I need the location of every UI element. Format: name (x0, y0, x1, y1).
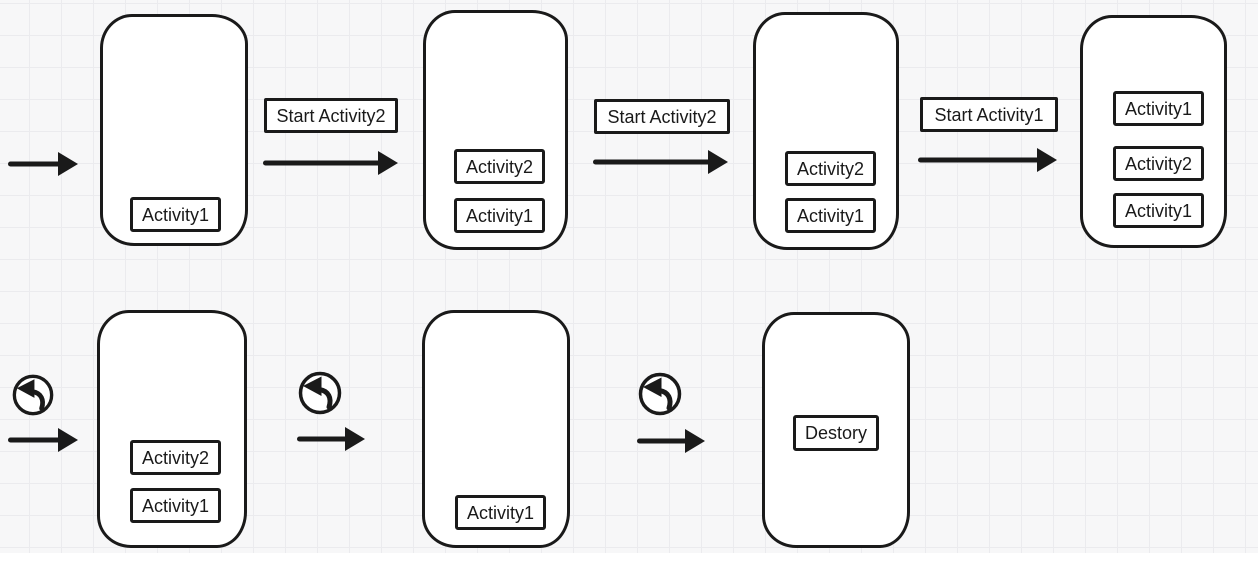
activity-box: Activity1 (1113, 91, 1204, 126)
arrow-head (708, 150, 728, 174)
activity-box: Activity1 (454, 198, 545, 233)
activity-box: Activity2 (785, 151, 876, 186)
arrow-head (685, 429, 705, 453)
activity-box: Activity2 (454, 149, 545, 184)
activity-box: Activity2 (130, 440, 221, 475)
transition-text: Start Activity2 (276, 105, 386, 126)
arrow-shaft (637, 438, 689, 444)
activity-label: Activity1 (141, 495, 210, 516)
activity-box: Activity1 (130, 488, 221, 523)
arrow-head (1037, 148, 1057, 172)
right-arrow-icon (918, 147, 1057, 173)
transition-label: Start Activity2 (264, 98, 398, 133)
activity-label: Activity1 (465, 205, 534, 226)
activity-box: Activity1 (130, 197, 221, 232)
phone-bottom-1: Activity2 Activity1 (97, 310, 247, 548)
activity-label: Activity1 (141, 204, 210, 225)
activity-box: Activity1 (785, 198, 876, 233)
transition-label: Start Activity2 (594, 99, 730, 134)
transition-text: Start Activity2 (607, 106, 717, 127)
arrow-shaft (263, 160, 382, 166)
phone-top-3: Activity2 Activity1 (753, 12, 899, 250)
arrow-head (58, 152, 78, 176)
transition-text: Start Activity1 (934, 104, 1044, 125)
activity-label: Activity1 (796, 205, 865, 226)
phone-top-2: Activity2 Activity1 (423, 10, 568, 250)
activity-label: Destory (804, 423, 867, 443)
phone-bottom-3: Destory (762, 312, 910, 548)
arrow-shaft (918, 157, 1041, 163)
arrow-head (345, 427, 365, 451)
right-arrow-icon (637, 428, 705, 454)
right-arrow-icon (593, 149, 728, 175)
right-arrow-icon (297, 426, 365, 452)
arrow-shaft (8, 161, 62, 167)
activity-box: Destory (793, 415, 879, 451)
activity-box: Activity1 (455, 495, 546, 530)
arrow-shaft (297, 436, 349, 442)
transition-label: Start Activity1 (920, 97, 1058, 132)
activity-label: Activity1 (1124, 200, 1193, 221)
activity-label: Activity1 (466, 502, 535, 523)
arrow-shaft (593, 159, 712, 165)
activity-label: Activity2 (796, 158, 865, 179)
right-arrow-icon (263, 150, 398, 176)
back-arrow-icon (298, 371, 342, 415)
phone-top-1: Activity1 (100, 14, 248, 246)
arrow-shaft (8, 437, 62, 443)
activity-label: Activity2 (141, 447, 210, 468)
back-arrow-icon (12, 374, 54, 416)
arrow-head (378, 151, 398, 175)
activity-label: Activity2 (465, 156, 534, 177)
arrow-head (58, 428, 78, 452)
activity-label: Activity2 (1124, 153, 1193, 174)
back-arrow-icon (638, 372, 682, 416)
activity-box: Activity1 (1113, 193, 1204, 228)
phone-top-4: Activity1 Activity2 Activity1 (1080, 15, 1227, 248)
activity-label: Activity1 (1124, 98, 1193, 119)
activity-box: Activity2 (1113, 146, 1204, 181)
phone-bottom-2: Activity1 (422, 310, 570, 548)
right-arrow-icon (8, 427, 78, 453)
right-arrow-icon (8, 151, 78, 177)
